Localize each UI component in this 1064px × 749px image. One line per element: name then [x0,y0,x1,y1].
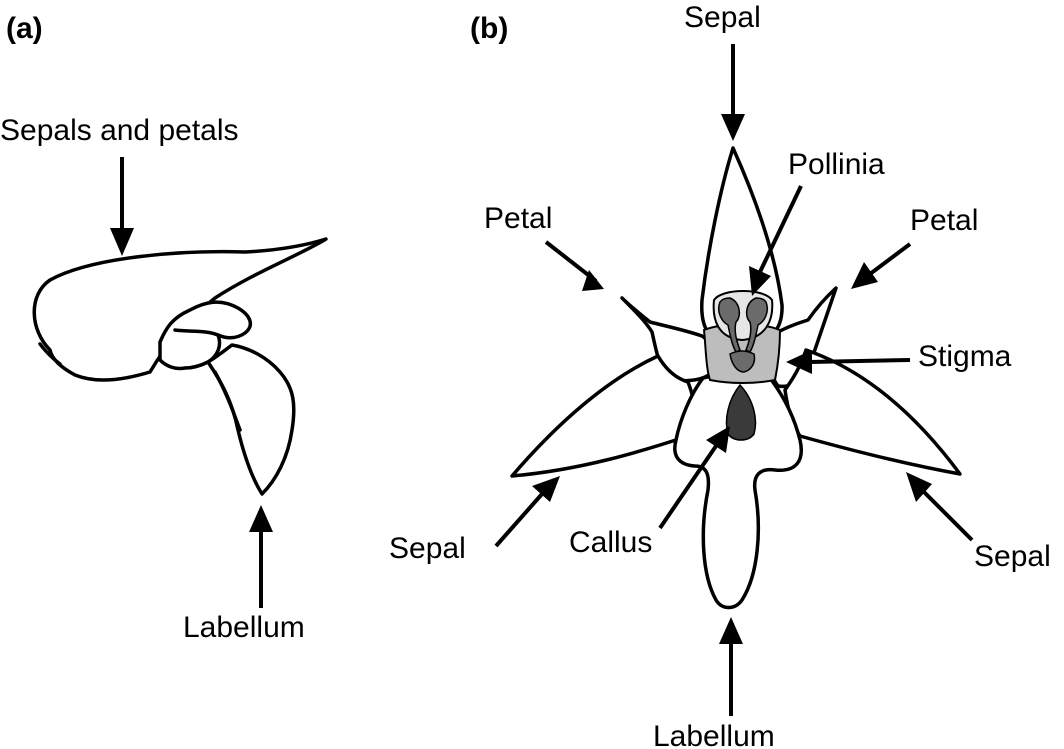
label-sepal-left: Sepal [389,532,466,565]
label-labellum-a: Labellum [183,611,305,644]
label-sepal-right: Sepal [974,540,1051,573]
label-labellum-b: Labellum [653,720,775,749]
lateral-sepal-right [783,348,962,476]
label-sepals-and-petals: Sepals and petals [0,114,239,147]
pollinium-left [717,297,741,353]
label-callus: Callus [569,526,652,559]
arrow-stigma [786,350,911,374]
panel-b: (b) Sepal Pollinia Petal Petal Stigma Se… [389,1,1051,749]
label-sepal-top: Sepal [684,1,761,34]
panel-a-tag: (a) [6,12,43,45]
arrow-sepal-top [721,44,745,141]
side-petal-fold-line [173,328,220,337]
label-petal-left: Petal [484,202,552,235]
side-sepals-petals-outline [32,237,328,382]
arrow-labellum-a [249,505,273,608]
side-sepal-tip-detail [38,342,62,366]
arrow-petal-right [851,242,912,289]
label-petal-right: Petal [910,204,978,237]
side-inner-petal [158,300,253,371]
side-labellum-outline [206,343,296,496]
arrow-pollinia [749,185,803,296]
arrow-sepals-and-petals [110,157,134,256]
label-stigma: Stigma [918,340,1012,373]
label-pollinia: Pollinia [788,148,885,181]
arrow-petal-left [544,240,604,291]
arrow-sepal-right [906,472,974,542]
arrow-sepal-left [494,476,560,548]
labellum-front [673,371,803,610]
side-labellum-midrib [213,370,242,432]
arrow-labellum-b [719,617,743,716]
panel-b-tag: (b) [470,12,508,45]
stigma-cavity [729,350,756,373]
panel-a: (a) Sepals and petals Labellum [0,12,328,644]
lateral-sepal-left [510,354,697,478]
arrow-callus [658,426,730,530]
pollinium-right [745,297,769,353]
callus [725,383,757,441]
